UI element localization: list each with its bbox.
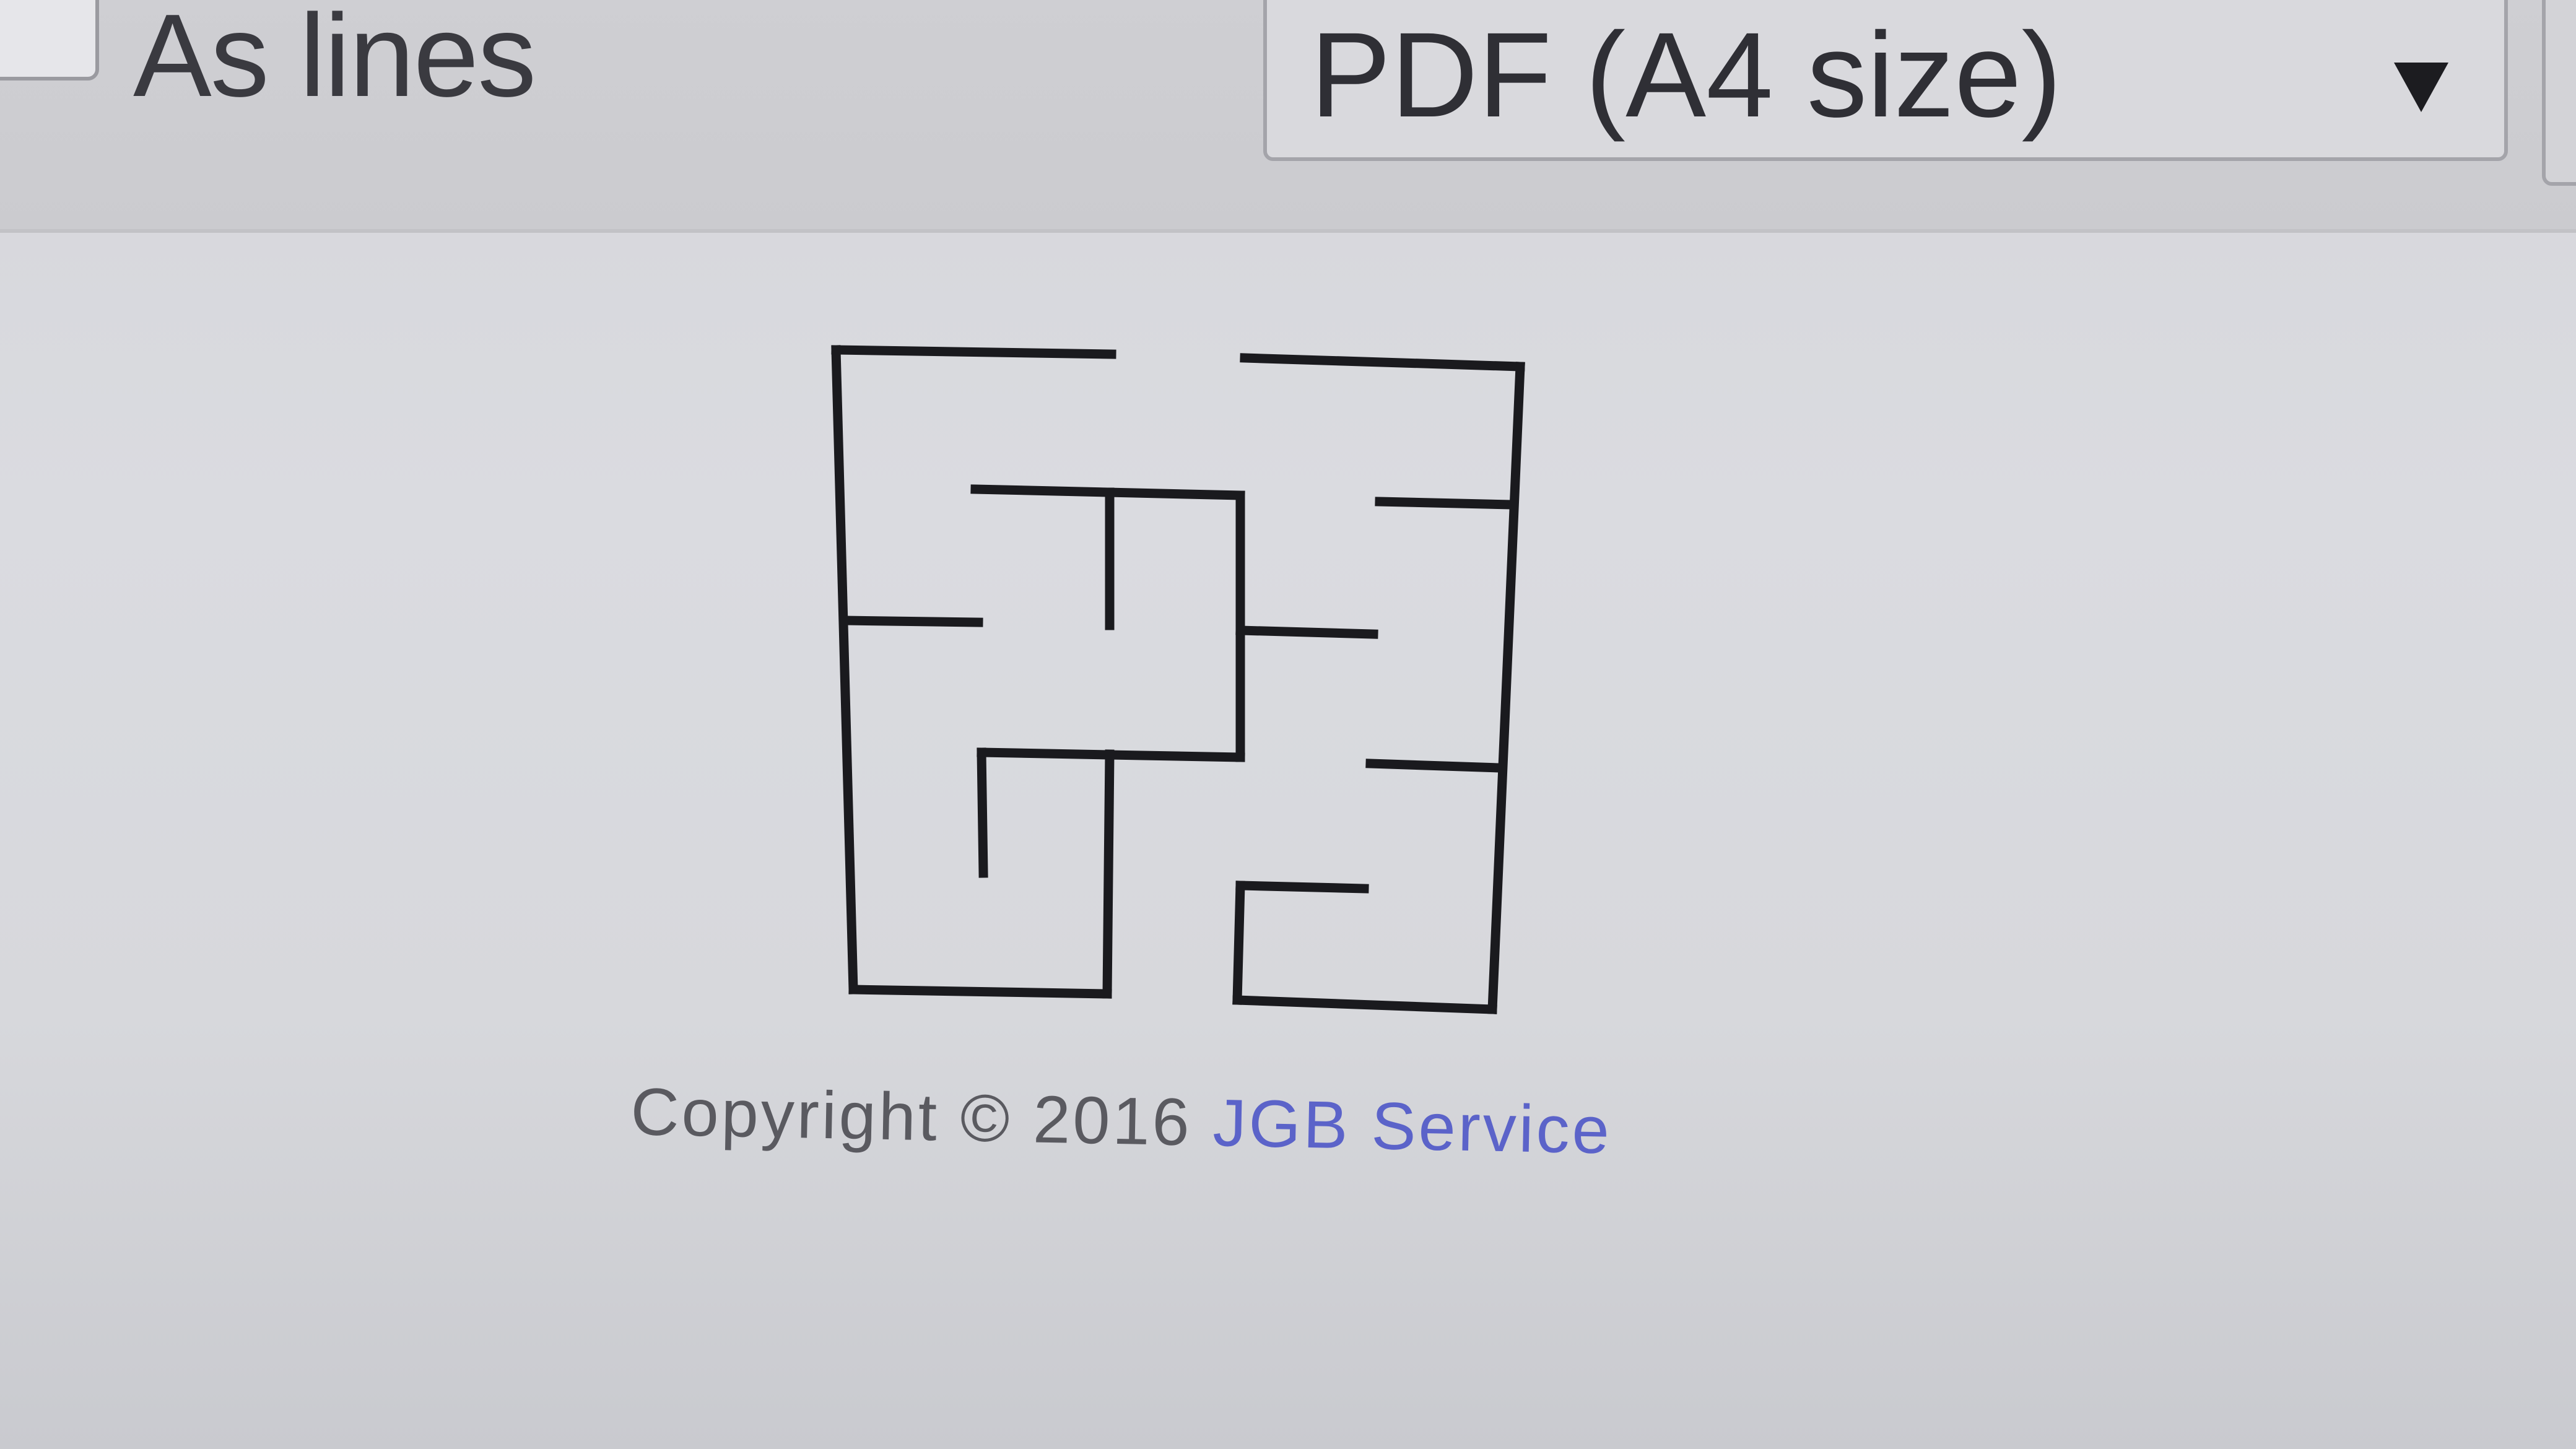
output-format-value: PDF (A4 size) (1310, 7, 2062, 142)
as-lines-label: As lines (133, 0, 536, 121)
options-toolbar: As lines PDF (A4 size) (0, 0, 2576, 233)
maze-wall (1232, 881, 1245, 1005)
maze-wall (831, 345, 1116, 359)
maze-wall (831, 345, 858, 994)
toolbar-edge-button[interactable] (2542, 0, 2576, 186)
maze-wall (1102, 749, 1115, 999)
maze-wall (1235, 625, 1378, 639)
jgb-service-link[interactable]: JGB Service (1212, 1085, 1612, 1168)
maze-wall (1375, 497, 1516, 510)
maze-wall (1365, 759, 1503, 773)
maze-wall (848, 985, 1112, 999)
maze-wall (1235, 881, 1369, 894)
maze-wall (1240, 353, 1525, 372)
maze-wall (977, 747, 988, 878)
maze-wall (840, 616, 983, 627)
maze-wall (1232, 995, 1497, 1014)
as-lines-checkbox[interactable] (0, 0, 99, 80)
output-format-select[interactable]: PDF (A4 size) (1263, 0, 2508, 161)
chevron-down-icon[interactable] (2394, 63, 2448, 112)
copyright-text: Copyright © 2016 (630, 1073, 1193, 1160)
maze-wall (1487, 362, 1525, 1014)
